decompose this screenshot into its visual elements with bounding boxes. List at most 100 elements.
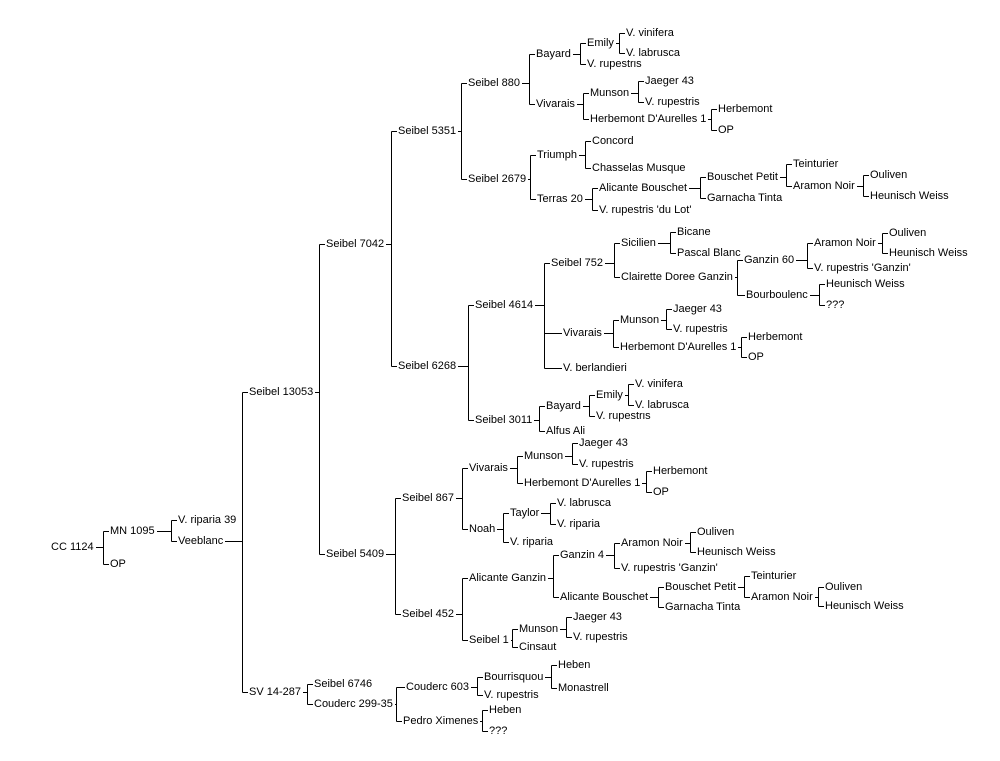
node-v-rupestris-a: V. rupestris (586, 57, 643, 71)
node-seibel-867: Seibel 867 (401, 491, 455, 505)
node-ouliven-b: Ouliven (888, 226, 928, 240)
node-v-rupestris-du-lot: V. rupestris 'du Lot' (598, 203, 693, 217)
node-v-rupestris-g: V. rupestris (483, 688, 540, 702)
node-munson-d: Munson (518, 622, 560, 636)
node-emily-a: Emily (586, 36, 615, 50)
node-bayard-a: Bayard (535, 47, 572, 61)
node-seibel-880: Seibel 880 (467, 76, 521, 90)
node-seibel-5351: Seibel 5351 (397, 124, 458, 138)
node-bicane: Bicane (676, 225, 712, 239)
node-teinturier-b: Teinturier (750, 569, 798, 583)
node-seibel-4614: Seibel 4614 (474, 298, 535, 312)
node-op-a: OP (109, 557, 127, 571)
node-heben-a: Heben (557, 658, 592, 672)
node-emily-b: Emily (595, 388, 624, 402)
node-ouliven-a: Ouliven (869, 168, 909, 182)
node-v-rupestris-c: V. rupestris (672, 322, 729, 336)
node-seibel-13053: Seibel 13053 (248, 385, 315, 399)
node-couderc-299-35: Couderc 299-35 (313, 697, 394, 711)
node-herbemont-a: Herbemont (717, 102, 774, 116)
node-ganzin-60: Ganzin 60 (743, 253, 796, 267)
node-heunisch-weiss-e: Heunisch Weiss (824, 599, 905, 613)
node-veeblanc: Veeblanc (177, 534, 225, 548)
node-vivarais-c: Vivarais (468, 461, 509, 475)
node-herbemont-b: Herbemont (747, 330, 804, 344)
node-jaeger-43-b: Jaeger 43 (672, 302, 723, 316)
node-aramon-noir-b: Aramon Noir (813, 236, 877, 250)
node-jaeger-43-c: Jaeger 43 (578, 436, 629, 450)
node-heunisch-weiss-b: Heunisch Weiss (888, 246, 969, 260)
node-seibel-3011: Seibel 3011 (474, 413, 534, 427)
node-v-vinifera-a: V. vinifera (625, 26, 675, 40)
node-terras-20: Terras 20 (536, 192, 584, 206)
node-v-labrusca-b: V. labrusca (634, 398, 691, 412)
node-v-rupestris-d: V. rupestris (595, 409, 652, 423)
node-v-rupestris-e: V. rupestris (578, 457, 635, 471)
node-aramon-noir-a: Aramon Noir (792, 179, 856, 193)
node-op-c: OP (747, 350, 765, 364)
node-garnacha-tinta-b: Garnacha Tinta (664, 600, 742, 614)
node-herbemont-c: Herbemont (652, 464, 709, 478)
node-munson-a: Munson (589, 86, 631, 100)
node-jaeger-43-a: Jaeger 43 (644, 74, 695, 88)
node-vivarais-b: Vivarais (562, 326, 603, 340)
node-v-riparia-b: V. riparia (556, 517, 602, 531)
node-v-labrusca-c: V. labrusca (556, 496, 613, 510)
node-heunisch-weiss-c: Heunisch Weiss (825, 277, 906, 291)
node-noah: Noah (468, 522, 497, 536)
node-ouliven-c: Ouliven (696, 525, 736, 539)
node-heunisch-weiss-a: Heunisch Weiss (869, 189, 950, 203)
node-ouliven-d: Ouliven (824, 580, 864, 594)
node-seibel-752: Seibel 752 (550, 256, 604, 270)
node-alicante-bouschet-b: Alicante Bouschet (559, 590, 650, 604)
node-v-labrusca-a: V. labrusca (625, 46, 682, 60)
node-herbemont-daurelles-c: Herbemont D'Aurelles 1 (523, 476, 642, 490)
node-triumph: Triumph (536, 148, 578, 162)
node-v-riparia-39: V. riparia 39 (177, 513, 238, 527)
node-op-d: OP (652, 485, 670, 499)
node-seibel-6268: Seibel 6268 (397, 359, 458, 373)
node-seibel-1: Seibel 1 (468, 633, 510, 647)
node-sicilien: Sicilien (620, 236, 657, 250)
node-bourboulenc: Bourboulenc (745, 288, 809, 302)
node-v-berlandieri: V. berlandieri (562, 361, 628, 375)
node-v-rupestris-b: V. rupestris (644, 95, 701, 109)
node-taylor: Taylor (509, 506, 541, 520)
node-concord: Concord (591, 134, 635, 148)
node-unknown-a: ??? (825, 298, 846, 312)
node-ganzin-4: Ganzin 4 (559, 548, 606, 562)
node-couderc-603: Couderc 603 (405, 680, 470, 694)
node-cinsaut: Cinsaut (518, 640, 558, 654)
node-heunisch-weiss-d: Heunisch Weiss (696, 545, 777, 559)
node-alicante-ganzin: Alicante Ganzin (468, 571, 548, 585)
node-v-riparia: V. riparia (509, 535, 555, 549)
node-seibel-2679: Seibel 2679 (467, 172, 528, 186)
node-seibel-5409: Seibel 5409 (325, 547, 386, 561)
node-v-rupestris-f: V. rupestris (572, 630, 629, 644)
node-alfus-ali: Alfus Ali (545, 424, 587, 438)
node-aramon-noir-d: Aramon Noir (750, 590, 814, 604)
node-aramon-noir-c: Aramon Noir (620, 536, 684, 550)
node-chasselas-musque: Chasselas Musque (591, 161, 687, 175)
node-pedro-ximenes: Pedro Ximenes (402, 714, 480, 728)
node-v-rupestris-ganzin-a: V. rupestris 'Ganzin' (813, 261, 912, 275)
node-monastrell: Monastrell (557, 681, 610, 695)
node-munson-c: Munson (523, 449, 565, 463)
node-v-vinifera-b: V. vinifera (634, 377, 684, 391)
node-mn-1095: MN 1095 (109, 524, 156, 538)
node-herbemont-daurelles-a: Herbemont D'Aurelles 1 (589, 112, 708, 126)
node-alicante-bouschet-a: Alicante Bouschet (598, 181, 689, 195)
node-v-rupestris-ganzin-b: V. rupestris 'Ganzin' (620, 561, 719, 575)
node-bayard-b: Bayard (545, 399, 582, 413)
node-jaeger-43-d: Jaeger 43 (572, 610, 623, 624)
node-sv-14-287: SV 14-287 (248, 685, 302, 699)
node-bouschet-petit-b: Bouschet Petit (664, 580, 737, 594)
node-teinturier-a: Teinturier (792, 157, 840, 171)
node-bourrisquou: Bourrisquou (483, 670, 545, 684)
node-op-b: OP (717, 123, 735, 137)
node-unknown-b: ??? (488, 724, 509, 738)
node-vivarais-a: Vivarais (535, 97, 576, 111)
node-seibel-452: Seibel 452 (401, 607, 455, 621)
